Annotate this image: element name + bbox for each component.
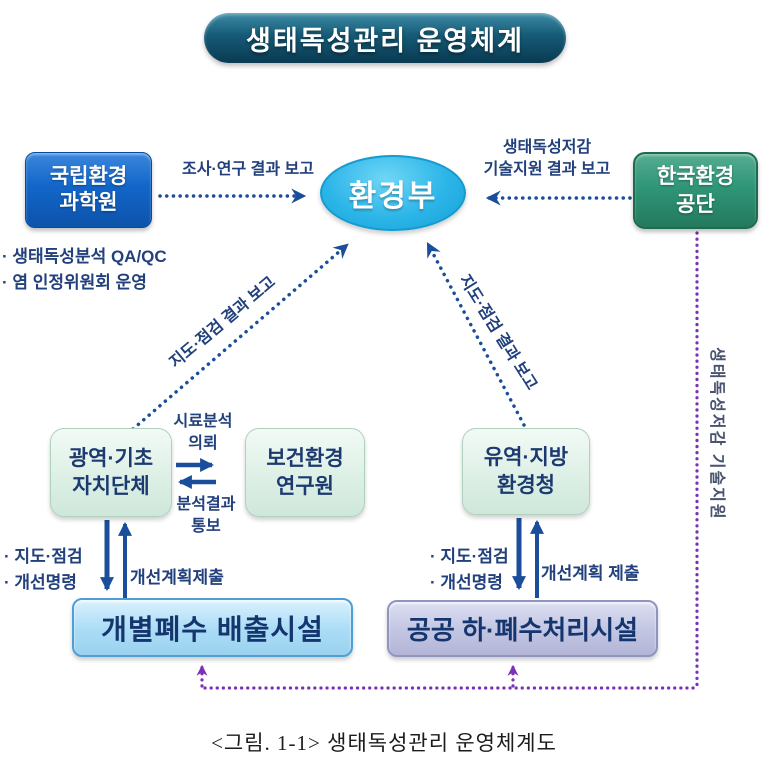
- node-health-env-institute: 보건환경 연구원: [245, 428, 365, 517]
- label-analysis-result-line1: 분석결과: [176, 496, 236, 513]
- diagram-title: 생태독성관리 운영체계: [204, 13, 566, 63]
- label-left-guidance-line1: · 지도·점검: [4, 547, 83, 566]
- node-local-gov-line2: 자치단체: [72, 474, 150, 498]
- diagram-title-text: 생태독성관리 운영체계: [246, 25, 524, 56]
- arrow-localgov-to-moe: [131, 243, 349, 431]
- node-health-env-line1: 보건환경: [266, 447, 344, 471]
- label-nier-note2: · 염 인정위원회 운영: [2, 273, 147, 292]
- node-moe: 환경부: [320, 155, 466, 231]
- node-keco-line2: 공단: [676, 192, 715, 216]
- node-public-treatment: 공공 하·폐수처리시설: [387, 600, 658, 657]
- label-left-guidance-line2: · 개선명령: [4, 572, 77, 592]
- node-health-env-line2: 연구원: [276, 474, 334, 498]
- label-sample-request: 시료분석 의뢰: [166, 411, 240, 454]
- node-keco-line1: 한국환경: [656, 165, 735, 189]
- label-right-guidance-line1: · 지도·점검: [430, 547, 509, 566]
- node-local-gov: 광역·기초 자치단체: [50, 428, 172, 517]
- label-tech-support-report: 생태독성저감 기술지원 결과 보고: [472, 137, 622, 180]
- label-sample-request-line2: 의뢰: [188, 434, 218, 452]
- label-survey-report: 조사·연구 결과 보고: [182, 161, 314, 178]
- figure-caption: <그림. 1-1> 생태독성관리 운영체계도: [211, 731, 557, 755]
- label-vertical-tech-support: 생태독성저감 기술지원: [707, 346, 725, 521]
- node-local-gov-line1: 광역·기초: [68, 447, 154, 471]
- label-right-plan-submit: 개선계획 제출: [541, 564, 640, 583]
- label-tech-support-report-line2: 기술지원 결과 보고: [483, 160, 611, 178]
- node-moe-label: 환경부: [348, 180, 438, 213]
- node-regional-env-line2: 환경청: [497, 473, 555, 497]
- node-nier-line1: 국립환경: [49, 164, 128, 188]
- label-tech-support-report-line1: 생태독성저감: [502, 139, 592, 156]
- node-nier: 국립환경 과학원: [25, 152, 152, 228]
- node-regional-env-line1: 유역·지방: [483, 446, 569, 470]
- node-nier-line2: 과학원: [59, 191, 118, 214]
- arrow-regional-to-moe: [426, 242, 526, 427]
- label-right-guidance: · 지도·점검 · 개선명령: [430, 544, 509, 595]
- label-nier-note1: · 생태독성분석 QA/QC: [2, 247, 167, 266]
- node-keco: 한국환경 공단: [633, 152, 758, 229]
- label-analysis-result-line2: 통보: [191, 517, 221, 535]
- label-left-guidance: · 지도·점검 · 개선명령: [4, 544, 83, 595]
- node-public-treatment-label: 공공 하·폐수처리시설: [406, 615, 639, 645]
- label-sample-request-line1: 시료분석: [173, 413, 233, 430]
- label-analysis-result: 분석결과 통보: [166, 494, 246, 537]
- label-right-guidance-line2: · 개선명령: [430, 572, 503, 592]
- label-left-plan-submit: 개선계획제출: [130, 568, 224, 587]
- node-individual-discharge-label: 개별폐수 배출시설: [101, 613, 324, 645]
- node-individual-discharge: 개별폐수 배출시설: [72, 598, 353, 657]
- node-regional-env-office: 유역·지방 환경청: [462, 428, 590, 515]
